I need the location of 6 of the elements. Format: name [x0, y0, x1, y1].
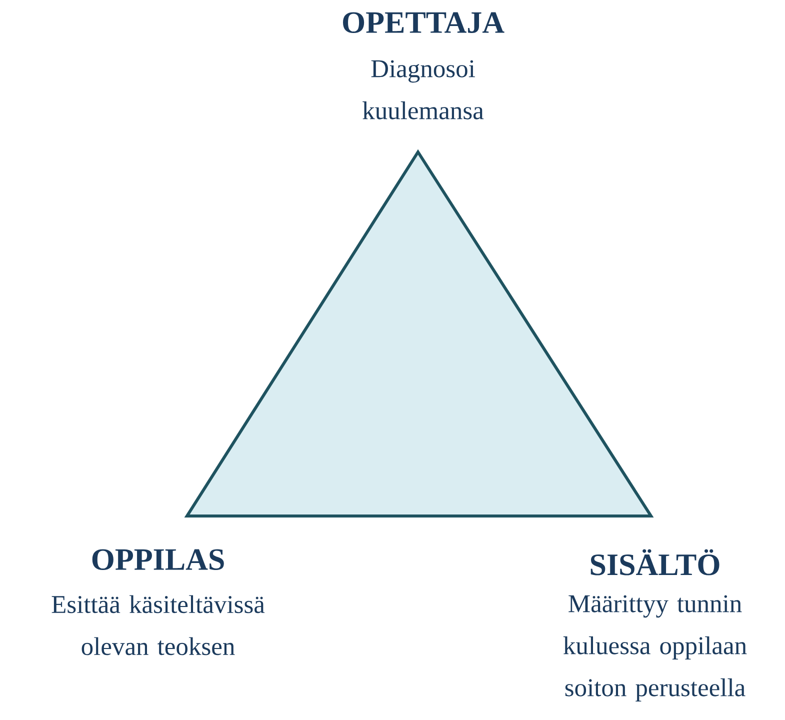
corner-description: Diagnosoi kuulemansa	[362, 60, 484, 120]
corner-description: Määrittyy tunnin kuluessa oppilaan soiton perusteella	[563, 595, 747, 702]
corner-description: Esittää käsiteltävissä olevan teoksen	[52, 595, 265, 656]
corner-heading: SISÄLTÖ	[590, 549, 720, 576]
corner-heading: OPETTAJA	[343, 12, 504, 34]
corner-heading: OPPILAS	[92, 549, 224, 570]
